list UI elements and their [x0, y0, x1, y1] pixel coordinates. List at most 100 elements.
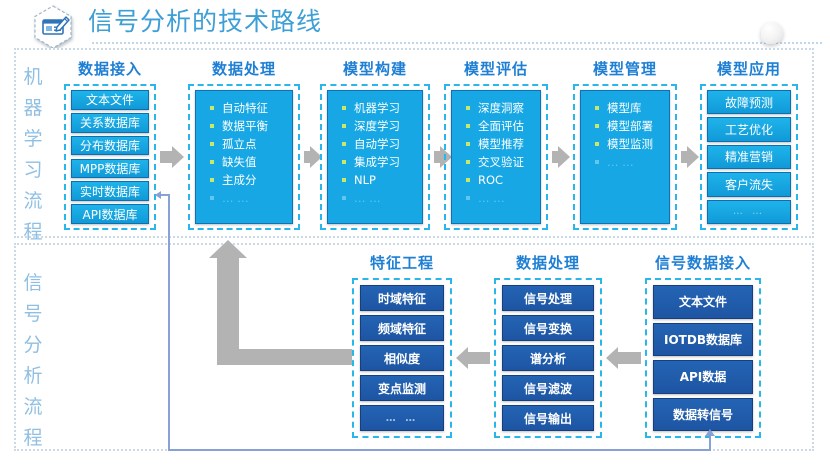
swimlane-label-char: 流: [23, 396, 43, 418]
column-title-5: 模型应用: [716, 60, 781, 78]
column-group-2: [320, 84, 430, 230]
list-item: 自动特征: [210, 99, 292, 117]
signal-column-group-1: [494, 278, 602, 438]
swimlane-label-char: 器: [23, 97, 43, 119]
list-item: 缺失值: [210, 153, 292, 171]
swimlane-label-char: 学: [23, 128, 43, 150]
chip-5-0[interactable]: 故障预测: [707, 90, 791, 115]
signal-chip-2-3[interactable]: 数据转信号: [653, 397, 753, 431]
swimlane-label-signal-analysis: 信号分析流程: [18, 268, 48, 454]
feature-to-processing-arrow-head: [209, 240, 247, 258]
list-item: 机器学习: [342, 99, 422, 117]
list-item: 模型部署: [595, 117, 669, 135]
list-item: … …: [210, 189, 292, 207]
flow-arrow-ml-1: [304, 151, 310, 163]
return-line-seg3: [168, 194, 170, 449]
swimlane-label-char: 习: [23, 159, 43, 181]
column-title-1: 数据处理: [211, 60, 276, 78]
flow-arrow-ml-3: [552, 151, 558, 163]
swimlane-label-char: 信: [23, 272, 43, 294]
signal-chip-0-1[interactable]: 频域特征: [360, 315, 444, 341]
column-group-1: [188, 84, 300, 230]
signal-column-title-0: 特征工程: [369, 254, 434, 272]
swimlane-label-char: 分: [23, 334, 43, 356]
chip-0-5[interactable]: API数据库: [71, 204, 149, 224]
feature-to-processing-arrow-h: [217, 349, 352, 365]
list-item: 模型推荐: [466, 135, 540, 153]
flow-arrow-ml-4: [681, 151, 687, 163]
column-group-5: [700, 84, 798, 230]
swimlane-label-char: 析: [23, 365, 43, 387]
column-card-4: 模型库模型部署模型监测… …: [580, 90, 670, 224]
list-item: 主成分: [210, 171, 292, 189]
list-item: NLP: [342, 171, 422, 189]
chip-0-4[interactable]: 实时数据库: [71, 181, 149, 202]
list-item: 深度学习: [342, 117, 422, 135]
list-item: … …: [466, 189, 540, 207]
column-title-4: 模型管理: [592, 60, 657, 78]
flow-arrow-head-sig-0: [456, 347, 468, 369]
signal-chip-1-4[interactable]: 信号输出: [502, 405, 594, 431]
signal-chip-0-0[interactable]: 时域特征: [360, 285, 444, 311]
chip-5-1[interactable]: 工艺优化: [707, 117, 791, 142]
chip-5-4[interactable]: … …: [707, 199, 791, 224]
column-group-3: [444, 84, 548, 230]
list-item: … …: [595, 153, 669, 171]
flow-arrow-head-ml-3: [558, 146, 570, 168]
signal-chip-0-2[interactable]: 相似度: [360, 345, 444, 371]
signal-chip-2-0[interactable]: 文本文件: [653, 285, 753, 319]
ellipsis-label: … …: [732, 206, 766, 218]
return-line-seg4: [160, 194, 168, 196]
title-divider: [92, 42, 822, 44]
swimlane-label-char: 程: [23, 427, 43, 449]
column-title-0: 数据接入: [77, 60, 142, 78]
return-line-arrow-head-up: [705, 429, 715, 436]
chip-5-3[interactable]: 客户流失: [707, 172, 791, 197]
list-item: 数据平衡: [210, 117, 292, 135]
flow-arrow-sig-0: [468, 352, 490, 364]
signal-chip-1-0[interactable]: 信号处理: [502, 285, 594, 311]
list-item: 深度洞察: [466, 99, 540, 117]
return-line-seg1: [709, 434, 711, 449]
flow-arrow-head-sig-1: [606, 347, 618, 369]
signal-chip-1-3[interactable]: 信号滤波: [502, 375, 594, 401]
signal-chip-2-1[interactable]: IOTDB数据库: [653, 322, 753, 356]
ellipsis-label: … …: [385, 412, 419, 424]
flow-arrow-sig-1: [618, 352, 641, 364]
chip-5-2[interactable]: 精准营销: [707, 144, 791, 170]
decorative-circle: [761, 22, 783, 44]
list-item: … …: [342, 189, 422, 207]
chip-0-1[interactable]: 关系数据库: [71, 112, 149, 133]
column-card-1: 自动特征数据平衡孤立点缺失值主成分… …: [195, 90, 293, 224]
chip-0-0[interactable]: 文本文件: [71, 90, 149, 110]
swimlane-label-char: 流: [23, 190, 43, 212]
column-title-3: 模型评估: [463, 60, 528, 78]
chip-0-2[interactable]: 分布数据库: [71, 135, 149, 156]
swimlane-label-machine-learning: 机器学习流程: [18, 62, 48, 248]
signal-column-title-1: 数据处理: [515, 254, 580, 272]
signal-chip-1-2[interactable]: 谱分析: [502, 345, 594, 371]
column-title-2: 模型构建: [342, 60, 407, 78]
chip-0-3[interactable]: MPP数据库: [71, 158, 149, 179]
flow-arrow-head-ml-4: [687, 146, 699, 168]
swimlane-label-char: 机: [23, 66, 43, 88]
list-item: 集成学习: [342, 153, 422, 171]
signal-chip-0-4[interactable]: … …: [360, 405, 444, 431]
list-item: 全面评估: [466, 117, 540, 135]
signal-chip-1-1[interactable]: 信号变换: [502, 315, 594, 341]
signal-column-group-2: [645, 278, 761, 438]
flow-arrow-head-ml-2: [440, 146, 452, 168]
list-item: 模型监测: [595, 135, 669, 153]
list-item: 交叉验证: [466, 153, 540, 171]
signal-chip-2-2[interactable]: API数据: [653, 360, 753, 394]
return-line-seg2: [168, 449, 711, 451]
flow-arrow-ml-0: [160, 151, 172, 163]
column-group-4: [573, 84, 677, 230]
column-group-0: [64, 84, 156, 230]
document-edit-icon: [30, 4, 76, 54]
list-item: ROC: [466, 171, 540, 189]
signal-chip-0-3[interactable]: 变点监测: [360, 375, 444, 401]
